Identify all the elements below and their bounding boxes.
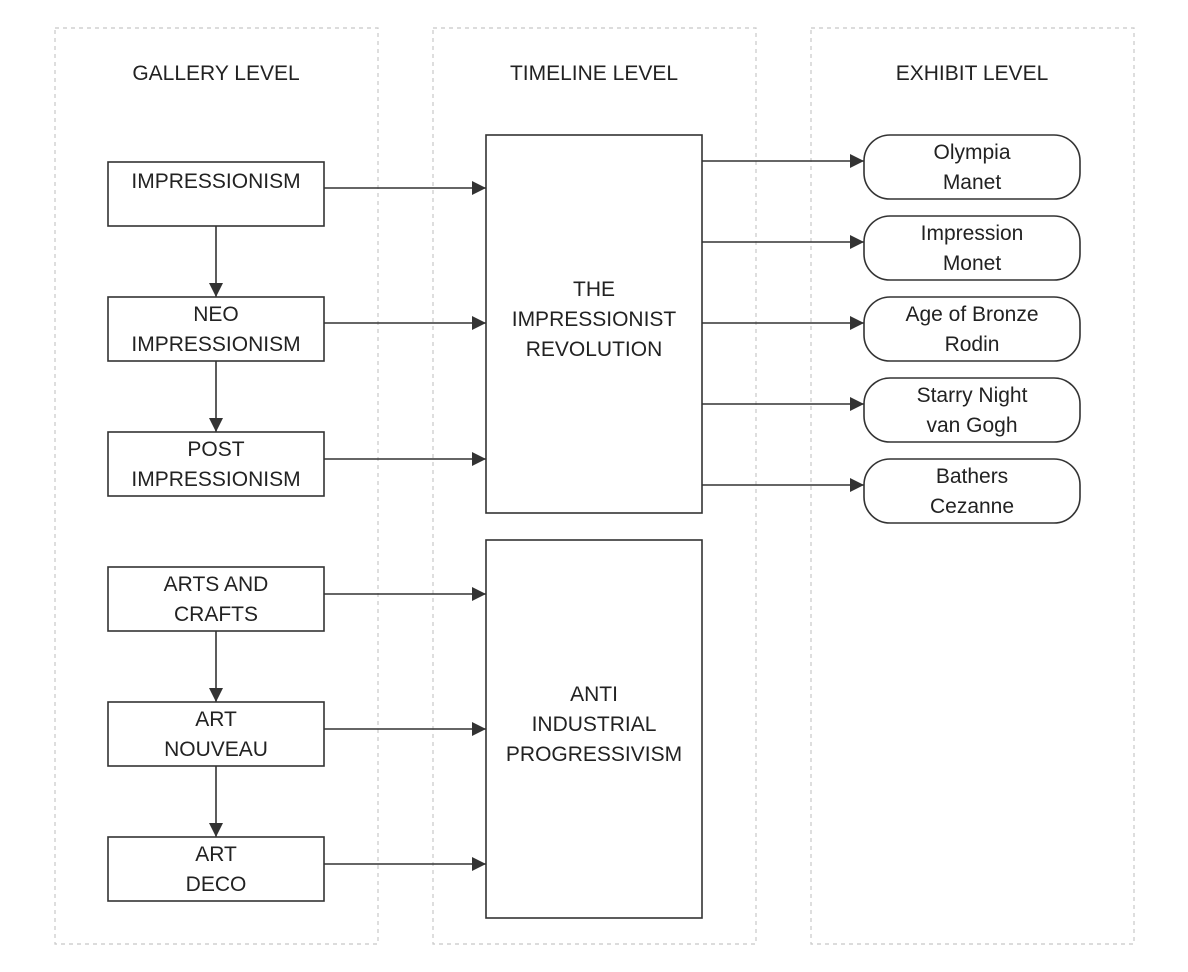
node-label: IMPRESSIONISM <box>131 468 300 491</box>
gallery-node-box <box>107 161 325 227</box>
nodes-layer: IMPRESSIONISM NEO IMPRESSIONISM POST IMPRESS… <box>107 134 1081 919</box>
timeline-node-anti-industrial-progressivism[interactable]: ANTI INDUSTRIAL PROGRESSIVISM <box>485 539 703 919</box>
gallery-node-box <box>107 566 325 632</box>
node-label: Starry Night <box>917 384 1028 407</box>
node-label: Cezanne <box>930 495 1014 518</box>
gallery-lane-title: GALLERY LEVEL <box>132 62 299 85</box>
node-label: INDUSTRIAL <box>532 713 657 736</box>
node-label: NEO <box>193 303 239 326</box>
node-label: Manet <box>943 171 1002 194</box>
exhibit-node-pill <box>863 134 1081 200</box>
node-label: DECO <box>186 873 247 896</box>
node-label: ARTS AND <box>164 573 269 596</box>
gallery-node-impressionism[interactable]: IMPRESSIONISM <box>107 161 325 227</box>
timeline-node-box <box>485 539 703 919</box>
node-label: IMPRESSIONISM <box>131 333 300 356</box>
node-label: PROGRESSIVISM <box>506 743 682 766</box>
gallery-node-arts-and-crafts[interactable]: ARTS AND CRAFTS <box>107 566 325 632</box>
timeline-node-the-impressionist-revolution[interactable]: THE IMPRESSIONIST REVOLUTION <box>485 134 703 514</box>
node-label: Bathers <box>936 465 1008 488</box>
node-label: IMPRESSIONIST <box>512 308 677 331</box>
exhibit-node-pill <box>863 377 1081 443</box>
gallery-node-box <box>107 431 325 497</box>
gallery-node-box <box>107 836 325 902</box>
node-label: Rodin <box>945 333 1000 356</box>
exhibit-node-starry-night-van-gogh[interactable]: Starry Night van Gogh <box>863 377 1081 443</box>
gallery-node-art-deco[interactable]: ART DECO <box>107 836 325 902</box>
gallery-lane <box>54 27 379 945</box>
node-label: NOUVEAU <box>164 738 268 761</box>
node-label: THE <box>573 278 615 301</box>
gallery-node-box <box>107 296 325 362</box>
timeline-lane <box>432 27 757 945</box>
timeline-node-box <box>485 134 703 514</box>
node-label: Olympia <box>933 141 1010 164</box>
exhibit-node-pill <box>863 215 1081 281</box>
gallery-node-art-nouveau[interactable]: ART NOUVEAU <box>107 701 325 767</box>
node-label: REVOLUTION <box>526 338 663 361</box>
exhibit-lane <box>810 27 1135 945</box>
gallery-node-neo-impressionism[interactable]: NEO IMPRESSIONISM <box>107 296 325 362</box>
timeline-lane-title: TIMELINE LEVEL <box>510 62 678 85</box>
node-label: Impression <box>921 222 1024 245</box>
node-label: IMPRESSIONISM <box>131 170 300 193</box>
exhibit-node-pill <box>863 296 1081 362</box>
node-label: POST <box>187 438 244 461</box>
node-label: CRAFTS <box>174 603 258 626</box>
node-label: ANTI <box>570 683 618 706</box>
node-label: ART <box>195 843 237 866</box>
node-label: ART <box>195 708 237 731</box>
node-label: Monet <box>943 252 1002 275</box>
exhibit-lane-title: EXHIBIT LEVEL <box>896 62 1049 85</box>
node-label: van Gogh <box>926 414 1017 437</box>
gallery-node-post-impressionism[interactable]: POST IMPRESSIONISM <box>107 431 325 497</box>
edges-layer <box>209 154 864 871</box>
exhibit-node-pill <box>863 458 1081 524</box>
node-label: Age of Bronze <box>905 303 1038 326</box>
gallery-node-box <box>107 701 325 767</box>
